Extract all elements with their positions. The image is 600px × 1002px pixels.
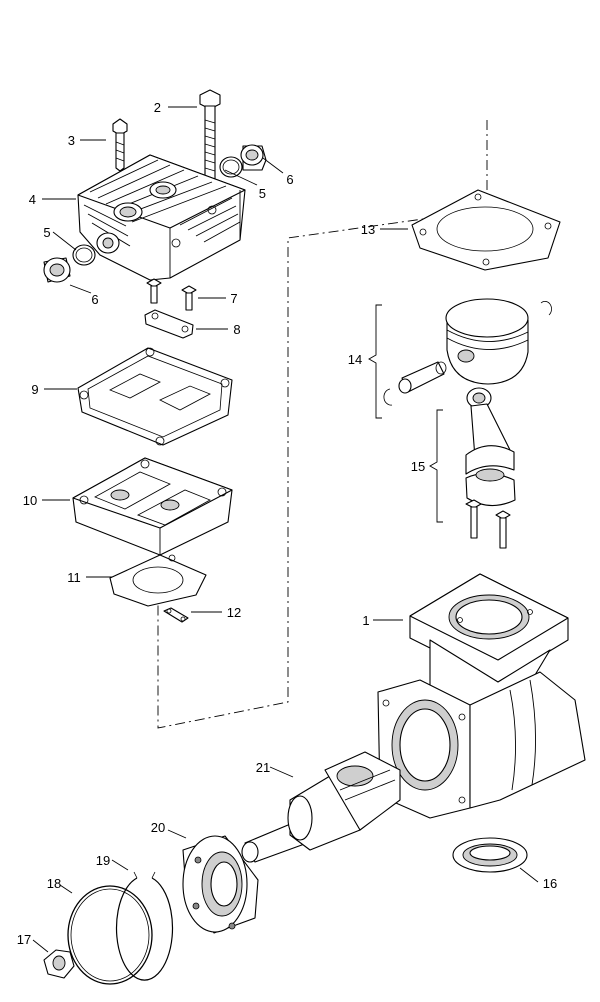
bracket-14 [368, 304, 382, 419]
callout-8: 8 [233, 322, 240, 337]
callout-13: 13 [361, 222, 375, 237]
part-1-crankcase[interactable] [377, 573, 586, 819]
part-20-end-cover[interactable] [182, 835, 259, 934]
part-19-snap-ring[interactable] [115, 871, 174, 981]
callout-15: 15 [411, 459, 425, 474]
part-3-short-bolt[interactable] [112, 118, 128, 172]
callout-5-left: 5 [43, 225, 50, 240]
callout-10: 10 [23, 493, 37, 508]
callout-16: 16 [543, 876, 557, 891]
callout-5-right: 5 [259, 186, 266, 201]
part-2-long-bolt[interactable] [199, 89, 221, 187]
part-16-seal[interactable] [452, 837, 528, 873]
part-7-screws[interactable] [146, 278, 197, 311]
part-6-plug-right[interactable] [240, 144, 267, 171]
callout-18: 18 [47, 876, 61, 891]
part-14-piston[interactable] [383, 298, 552, 406]
callout-1: 1 [362, 613, 369, 628]
part-21-crankshaft[interactable] [241, 751, 401, 863]
part-15-connecting-rod[interactable] [465, 387, 516, 549]
callout-4: 4 [29, 192, 36, 207]
callout-14: 14 [348, 352, 362, 367]
callout-2: 2 [154, 100, 161, 115]
part-9-gasket[interactable] [77, 347, 233, 446]
part-5-o-ring-right[interactable] [219, 156, 243, 178]
part-5-o-ring-left[interactable] [72, 244, 96, 266]
callout-19: 19 [96, 853, 110, 868]
callout-6-left: 6 [91, 292, 98, 307]
part-13-cylinder-gasket[interactable] [411, 189, 561, 271]
part-4-cylinder-head[interactable] [77, 154, 246, 281]
callout-21: 21 [256, 760, 270, 775]
callout-7: 7 [230, 291, 237, 306]
part-6-plug-left[interactable] [43, 257, 71, 283]
leader-lines [32, 106, 539, 953]
part-8-plate[interactable] [144, 309, 194, 339]
part-12-strip[interactable] [163, 607, 189, 623]
callout-17: 17 [17, 932, 31, 947]
part-17-nut[interactable] [43, 949, 75, 979]
callout-11: 11 [67, 570, 81, 585]
callout-3: 3 [68, 133, 75, 148]
part-10-valve-plate[interactable] [72, 457, 233, 556]
callout-6-right: 6 [286, 172, 293, 187]
callout-9: 9 [31, 382, 38, 397]
bracket-15 [429, 409, 443, 523]
callout-12: 12 [227, 605, 241, 620]
part-18-o-ring[interactable] [67, 885, 153, 985]
callout-20: 20 [151, 820, 165, 835]
part-11-small-gasket[interactable] [109, 554, 207, 607]
